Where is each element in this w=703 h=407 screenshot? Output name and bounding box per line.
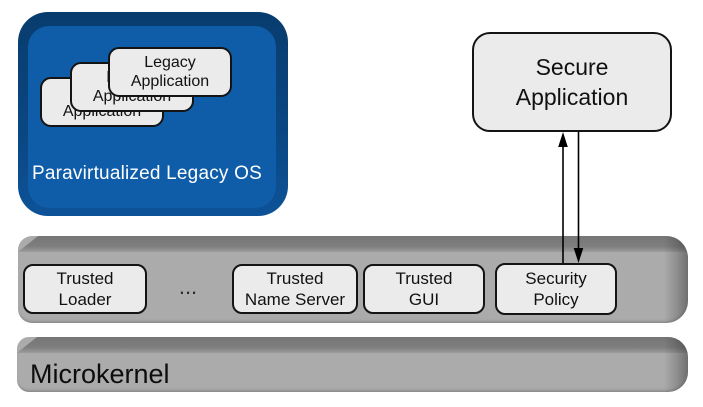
microkernel-slab: Microkernel <box>17 337 688 392</box>
trusted-services-slab: Trusted Loader ... Trusted Name Server T… <box>18 236 688 323</box>
security-policy-label-line2: Policy <box>533 290 579 309</box>
security-policy-label-line1: Security <box>525 269 587 288</box>
legacy-application-box-front: Legacy Application <box>108 47 232 97</box>
trusted-loader-label-line2: Loader <box>58 290 112 309</box>
arrow-up-icon <box>558 132 568 147</box>
legacy-os-label: Paravirtualized Legacy OS <box>32 163 262 184</box>
secure-application-label-line2: Application <box>515 84 629 110</box>
security-policy-box: Security Policy <box>495 263 617 315</box>
trusted-loader-box: Trusted Loader <box>23 264 147 314</box>
trusted-name-server-box: Trusted Name Server <box>232 264 358 314</box>
trusted-loader-label-line1: Trusted <box>56 269 114 288</box>
secure-application-label-line1: Secure <box>535 54 609 80</box>
trusted-name-server-label-line2: Name Server <box>244 290 346 309</box>
trusted-gui-box: Trusted GUI <box>363 264 485 314</box>
trusted-gui-label-line2: GUI <box>408 290 440 309</box>
trusted-name-server-label-line1: Trusted <box>266 269 324 288</box>
secure-application-box: Secure Application <box>472 32 672 132</box>
legacy-application-label-line2: Application <box>130 73 210 90</box>
legacy-application-label-line1: Legacy <box>144 54 196 71</box>
trusted-gui-label-line1: Trusted <box>395 269 453 288</box>
services-ellipsis: ... <box>178 274 198 299</box>
microkernel-label: Microkernel <box>30 359 170 389</box>
